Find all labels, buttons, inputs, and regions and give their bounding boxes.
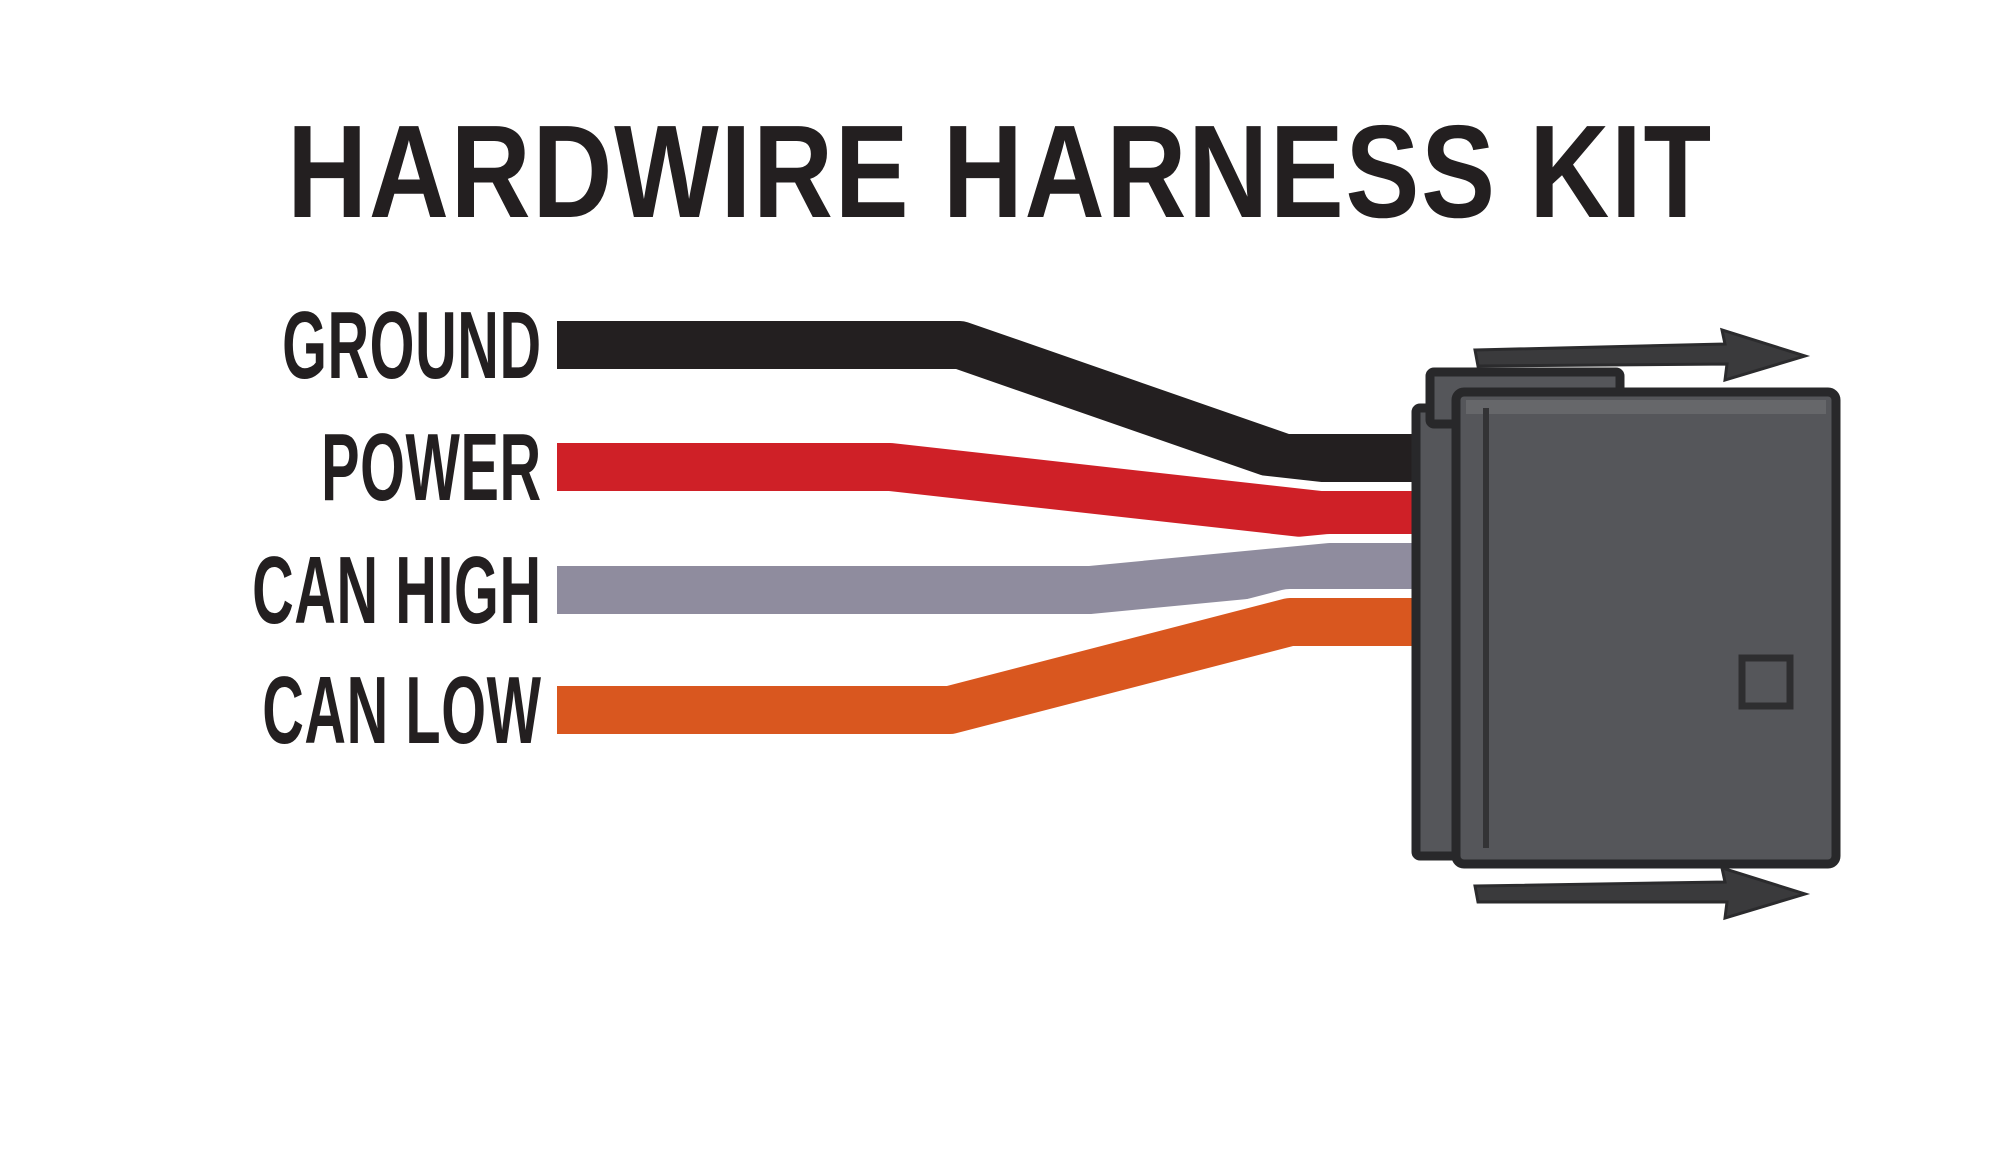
wire-label-can-high: CAN HIGH <box>252 537 542 644</box>
wire-label-can-low: CAN LOW <box>262 657 542 764</box>
connector <box>1411 327 1841 921</box>
wire-label-ground: GROUND <box>282 292 542 399</box>
diagram-title: HARDWIRE HARNESS KIT <box>287 98 1713 245</box>
connector-arrow-bottom-icon <box>1473 865 1811 921</box>
connector-latch-square <box>1738 654 1794 710</box>
can-high-wire <box>557 543 1510 614</box>
wires-group <box>557 312 1510 743</box>
connector-arrow-top-icon <box>1473 327 1811 383</box>
connector-body <box>1451 387 1841 869</box>
ground-wire <box>557 321 1510 482</box>
connector-highlight <box>1466 400 1826 414</box>
can-low-wire <box>557 598 1510 734</box>
wire-label-power: POWER <box>321 414 542 521</box>
